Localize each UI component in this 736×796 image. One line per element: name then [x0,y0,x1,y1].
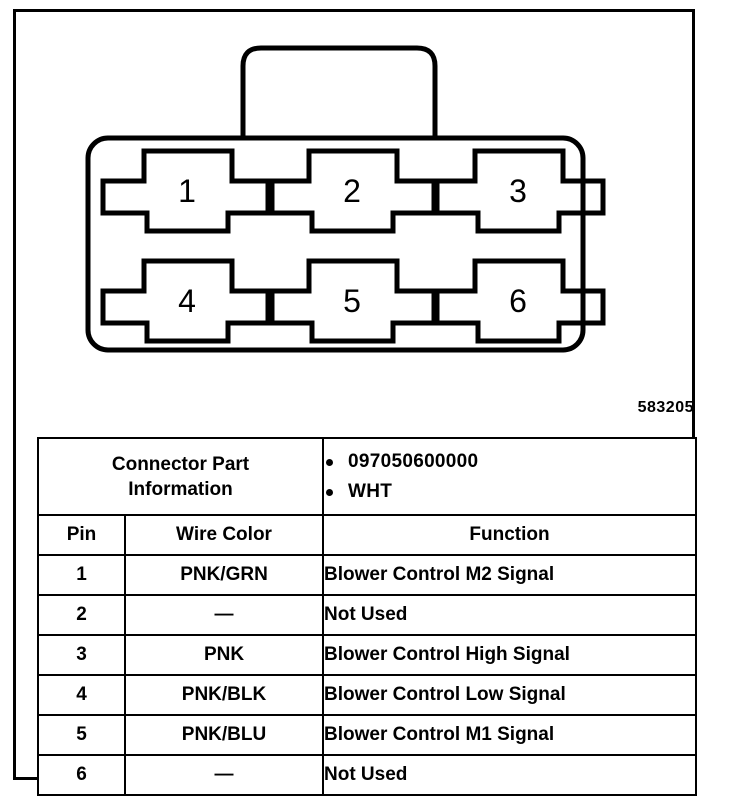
cell-pin: 4 [37,674,126,716]
cavity-label-2: 2 [343,173,361,209]
part-info-line-2: Information [128,478,233,500]
cavity-label-6: 6 [509,283,527,319]
cell-wire-color: — [124,594,324,636]
terminal-cavity-3 [431,148,606,234]
cell-pin: 2 [37,594,126,636]
part-number-list: 097050600000 WHT [324,447,695,507]
part-number-item: 097050600000 [324,447,695,477]
table-row: 2 — Not Used [37,594,697,636]
cell-function: Not Used [322,594,697,636]
figure-id-label: 583205 [637,399,694,416]
table-header-row: Pin Wire Color Function [37,514,697,556]
latch-tab-outline [240,45,438,140]
table-row: 5 PNK/BLU Blower Control M1 Signal [37,714,697,756]
cell-wire-color: PNK/BLU [124,714,324,756]
cell-wire-color: PNK [124,634,324,676]
column-header-function: Function [322,514,697,556]
cell-pin: 5 [37,714,126,756]
cell-function: Blower Control M2 Signal [322,554,697,596]
cell-pin: 1 [37,554,126,596]
part-info-line-1: Connector Part [111,453,250,475]
table-row: 3 PNK Blower Control High Signal [37,634,697,676]
table-row: 6 — Not Used [37,754,697,796]
cell-pin: 3 [37,634,126,676]
table-row: 4 PNK/BLK Blower Control Low Signal [37,674,697,716]
cell-function: Blower Control M1 Signal [322,714,697,756]
connector-part-information-row: Connector Part Information 097050600000 … [37,437,697,516]
terminal-cavity-6 [431,258,606,344]
cavity-label-4: 4 [178,283,196,319]
cell-function: Blower Control Low Signal [322,674,697,716]
cell-function: Not Used [322,754,697,796]
column-header-wire-color: Wire Color [124,514,324,556]
cavity-label-3: 3 [509,173,527,209]
cavity-label-5: 5 [343,283,361,319]
cell-wire-color: PNK/BLK [124,674,324,716]
column-header-pin: Pin [37,514,126,556]
connector-part-information-values: 097050600000 WHT [322,437,697,516]
cavity-label-1: 1 [178,173,196,209]
connector-illustration: 1 2 3 4 5 6 [13,9,695,434]
table-row: 1 PNK/GRN Blower Control M2 Signal [37,554,697,596]
connector-pinout-table: Connector Part Information 097050600000 … [37,437,697,796]
cell-wire-color: PNK/GRN [124,554,324,596]
connector-color-item: WHT [324,477,695,507]
cell-pin: 6 [37,754,126,796]
connector-part-information-label: Connector Part Information [37,437,324,516]
cell-wire-color: — [124,754,324,796]
cell-function: Blower Control High Signal [322,634,697,676]
connector-body-outline [85,135,586,353]
